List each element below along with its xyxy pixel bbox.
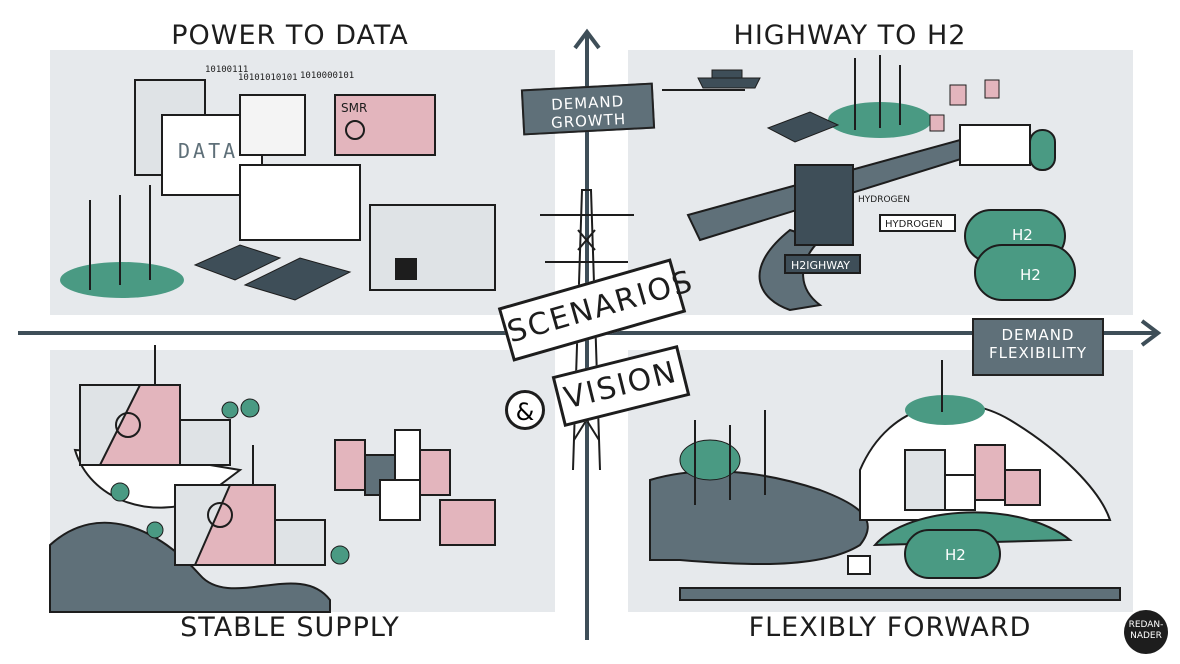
ampersand-badge: & [505, 390, 545, 430]
solar-panel-right [766, 111, 840, 143]
green-hill-left [60, 262, 184, 298]
h2-tank-label-br: H2 [945, 546, 966, 564]
offshore-turbines [694, 410, 766, 505]
green-hill-br [905, 395, 985, 425]
h2-tank-br [904, 529, 1001, 579]
h2-signpost [847, 555, 871, 575]
title-flexibly-forward: FLEXIBLY FORWARD [748, 612, 1032, 643]
smr-label: SMR [341, 101, 367, 115]
h2-tanks [964, 209, 1076, 301]
houses-right [929, 79, 1000, 132]
h2-tank-label-2: H2 [1020, 266, 1041, 284]
binary-text-3: 1010000101 [300, 71, 354, 81]
trees-left [110, 398, 350, 565]
logo-text-2: NADER [1130, 631, 1162, 641]
title-highway-to-h2: HIGHWAY TO H2 [733, 20, 967, 51]
town-right [904, 444, 1041, 511]
hydrogen-sign-1: HYDROGEN [885, 219, 943, 230]
wind-turbines-right [854, 55, 901, 130]
binary-text-2: 10101010101 [238, 73, 298, 83]
atom-icon-1 [115, 412, 141, 438]
solar-panels-left [193, 244, 352, 301]
title-power-to-data: POWER TO DATA [171, 20, 409, 51]
demand-growth-label: DEMAND GROWTH [520, 82, 656, 136]
atom-icon [345, 120, 365, 140]
highway-sign-text: H2IGHWAY [791, 259, 850, 272]
wind-turbines-left [89, 185, 151, 290]
sea-right [649, 470, 869, 566]
logo-text-1: REDAN- [1128, 620, 1164, 630]
town-left [334, 429, 496, 546]
h2-tank-label-1: H2 [1012, 226, 1033, 244]
ship-icon [697, 69, 761, 89]
factory-right [959, 124, 1031, 166]
data-center-buildings [134, 79, 496, 291]
demand-flexibility-label: DEMAND FLEXIBILITY [972, 318, 1104, 376]
atom-icon-2 [207, 502, 233, 528]
highway-sign-board [794, 164, 854, 246]
binary-text-1: 10100111 [205, 65, 248, 75]
title-stable-supply: STABLE SUPPLY [180, 612, 400, 643]
hydrogen-sign-2: HYDROGEN [858, 195, 910, 205]
pipeline [679, 587, 1121, 601]
river-left [49, 521, 331, 613]
data-label: DATA [178, 139, 238, 163]
nuclear-plant-1 [79, 345, 231, 466]
redan-nader-logo: REDAN- NADER [1124, 610, 1168, 654]
